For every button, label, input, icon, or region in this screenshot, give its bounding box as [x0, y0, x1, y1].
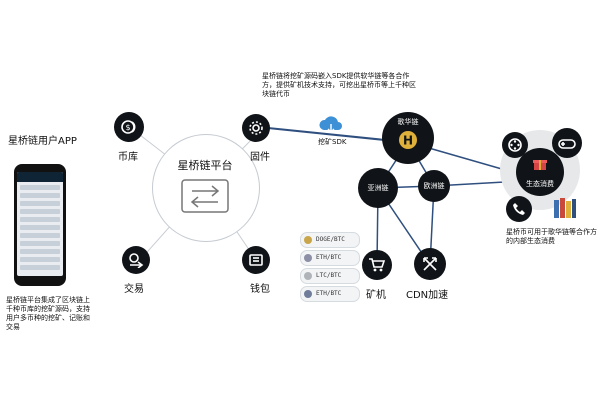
gear-icon — [248, 120, 264, 140]
miner-node — [362, 250, 392, 280]
wallet-icon — [248, 252, 264, 272]
film-reel-icon — [507, 137, 523, 157]
trade-node — [122, 246, 150, 274]
exchange-icon — [180, 178, 230, 218]
chain-a-label: 亚洲链 — [367, 184, 389, 192]
phone-caption: 星桥链平台集成了区块链上千种币库的挖矿源码，支持用户多币种的挖矿、记账和交易 — [6, 296, 90, 331]
wallet-label: 钱包 — [250, 284, 270, 295]
chain-logo-icon: H — [398, 130, 418, 154]
cart-icon — [368, 257, 386, 277]
trade-icon — [128, 252, 144, 272]
coin-row: ETH/BTC — [300, 286, 360, 302]
game-node — [552, 128, 582, 158]
phone-screen — [17, 172, 63, 276]
platform-circle — [152, 134, 260, 242]
chain-b-node — [418, 170, 450, 202]
ecosystem-note: 星桥币可用于歌华链等合作方的内部生态消费 — [506, 228, 597, 245]
cdn-label: CDN加速 — [406, 290, 449, 301]
gamepad-icon — [558, 136, 576, 155]
phone-call-node — [506, 196, 532, 222]
phone-title: 星桥链用户APP — [8, 136, 77, 147]
trade-label: 交易 — [124, 284, 144, 295]
coin-row: ETH/BTC — [300, 250, 360, 266]
gift-icon — [532, 156, 548, 176]
main-chain-label: 歌华链 — [397, 118, 419, 126]
svg-text:$: $ — [126, 123, 131, 132]
coin-library-label: 币库 — [118, 152, 138, 163]
platform-label: 星桥链平台 — [177, 159, 233, 172]
chain-b-label: 欧洲链 — [423, 182, 445, 190]
firmware-note: 星桥链将挖矿源码嵌入SDK提供软华链等各合作方，提供矿机技术支持，可挖出星桥币等… — [262, 72, 416, 98]
cloud-label: 挖矿SDK — [318, 138, 347, 146]
cloud-icon — [318, 116, 344, 138]
firmware-label: 固件 — [250, 152, 270, 163]
coin-row: LTC/BTC — [300, 268, 360, 284]
ecosystem-center-node — [516, 148, 564, 196]
firmware-node — [242, 114, 270, 142]
books-icon — [552, 196, 578, 224]
phone-call-icon — [511, 201, 527, 221]
coin-row: DOGE/BTC — [300, 232, 360, 248]
ecosystem-label: 生态消费 — [526, 180, 554, 188]
wallet-node — [242, 246, 270, 274]
film-node — [502, 132, 528, 158]
coins-icon: $ — [120, 118, 138, 140]
chain-a-node — [358, 168, 398, 208]
cdn-icon — [421, 255, 439, 277]
miner-label: 矿机 — [366, 290, 386, 301]
coin-library-node — [114, 112, 144, 142]
phone-mockup — [14, 164, 66, 286]
svg-text:H: H — [403, 134, 413, 148]
